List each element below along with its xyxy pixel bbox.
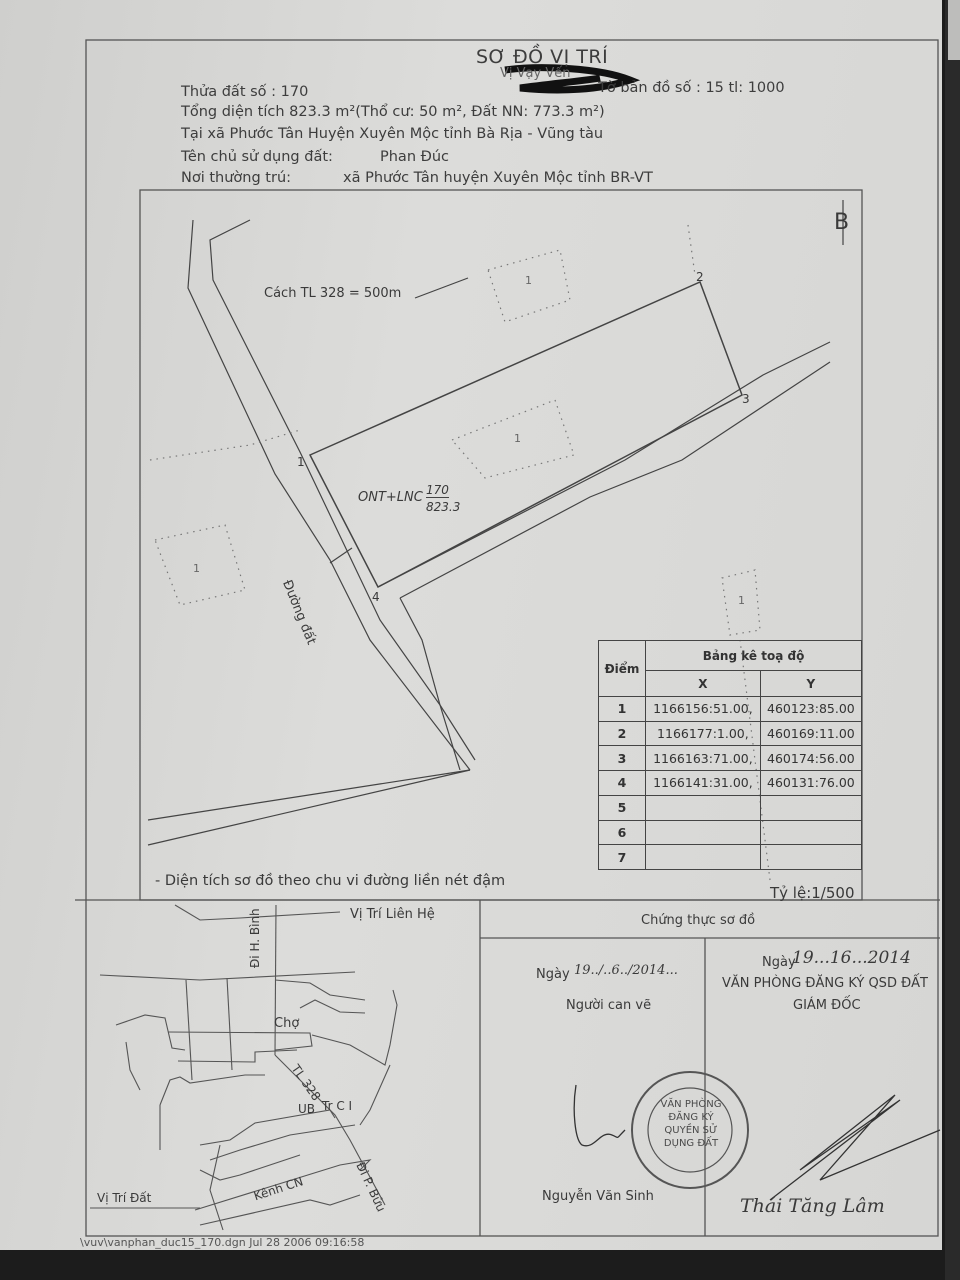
official-stamp [631,1071,749,1189]
left-date-label: Ngày [536,967,570,982]
point-cell: 6 [598,819,646,846]
residence-label: Nơi thường trú: [181,170,292,186]
parcel-code: ONT+LNC [358,490,423,505]
neighbor-label: 1 [738,594,745,607]
table-row: 5 [598,794,863,821]
parcel-boundary [308,280,743,589]
area-note: - Diện tích sơ đồ theo chu vi đường liền… [155,873,506,889]
x-cell [645,844,761,870]
location: Tại xã Phước Tân Huyện Xuyên Mộc tỉnh Bà… [181,126,604,142]
y-cell [759,844,863,870]
table-row: 6 [598,819,863,846]
point-cell: 2 [598,720,646,747]
market-label: Chợ [274,1016,300,1031]
location-map-lines [90,904,398,1231]
background-sheet-edge [948,0,960,60]
y-cell [759,794,863,821]
office-name: VĂN PHÒNG ĐĂNG KÝ QSD ĐẤT [722,976,928,991]
parcel-number-label: 170 [426,483,449,498]
y-cell: 460131:76.00 [759,770,863,796]
drafter-name: Nguyễn Văn Sinh [542,1189,654,1204]
road-h-binh-label: Đi H. Bình [248,908,262,968]
y-cell: 460174:56.00 [759,745,863,772]
left-date: 19../..6../2014... [574,963,678,978]
director-role: GIÁM ĐỐC [793,998,861,1013]
residence: xã Phước Tân huyện Xuyên Mộc tỉnh BR-VT [343,170,653,186]
vertex-4: 4 [372,590,380,604]
ub-label: UB [298,1102,316,1116]
x-cell: 1166156:51.00, [645,696,761,722]
director-signature [769,1094,941,1201]
redaction-scribble [504,64,641,94]
table-row: 7 [598,844,863,870]
total-area: Tổng diện tích 823.3 m²(Thổ cư: 50 m², Đ… [181,104,605,120]
vertex-1: 1 [297,455,305,469]
north-label: B [834,210,850,235]
background-sheet [945,0,960,1280]
file-info: \vuv\vanphan_duc15_170.dgn Jul 28 2006 0… [80,1236,365,1249]
col-group-header: Bảng kê toạ độ [645,640,862,671]
distance-note: Cách TL 328 = 500m [264,286,402,301]
signature-strokes [573,1084,941,1201]
certification-header: Chứng thực sơ đồ [641,913,756,928]
road-east-lower [399,361,831,599]
road-arrow [329,547,353,564]
document-paper [0,0,942,1250]
outer-frame [85,39,939,1237]
point-cell: 7 [598,844,646,870]
right-date: 19...16...2014 [792,948,911,968]
x-cell: 1166163:71.00, [645,745,761,772]
point-cell: 1 [598,696,646,722]
document-title: SƠ ĐỒ VỊ TRÍ [476,46,609,68]
y-cell: 460123:85.00 [759,696,863,722]
neighbor-label: 1 [514,432,521,445]
land-location-label: Vị Trí Đất [97,1191,152,1205]
neighbor-label: 1 [193,562,200,575]
col-y-header: Y [759,670,863,697]
scale: Tỷ lệ:1/500 [770,884,855,902]
col-point-header: Điểm [598,640,646,697]
distance-arrow [414,277,469,299]
road-east-upper [377,341,831,588]
road-south-upper [147,769,471,821]
contact-location-label: Vị Trí Liên Hệ [350,907,435,922]
right-date-label: Ngày [762,955,796,970]
map-sheet: Tờ bản đồ số : 15 tl: 1000 [598,80,785,96]
x-cell [645,819,761,846]
road-left-edge [187,219,471,771]
owner-label: Tên chủ sử dụng đất: [181,149,333,165]
drafter-signature [573,1084,626,1147]
owner-name: Phan Đúc [380,149,450,165]
parcel-area-label: 823.3 [426,500,461,514]
x-cell: 1166177:1.00, [645,720,761,747]
school-label: Tr C I [322,1099,353,1113]
road-south-lower [147,769,471,846]
point-cell: 3 [598,745,646,772]
point-cell: 4 [598,770,646,796]
plot-map-lines [147,200,844,846]
y-cell [759,819,863,846]
col-x-header: X [645,670,761,697]
stamp-text: VĂN PHÒNG ĐĂNG KÝ QUYỀN SỬ DỤNG ĐẤT [660,1099,722,1149]
obscured-subtitle: Vị Vạy Vến [500,66,571,81]
y-cell: 460169:11.00 [759,720,863,747]
drafter-role: Người can vẽ [566,998,652,1013]
neighbor-label: 1 [525,274,532,287]
vertex-2: 2 [696,270,704,284]
vertex-3: 3 [742,392,750,406]
x-cell: 1166141:31.00, [645,770,761,796]
parcel-number: Thửa đất số : 170 [181,84,309,100]
director-name: Thái Tăng Lâm [740,1195,885,1217]
road-south-curve [399,597,476,761]
point-cell: 5 [598,794,646,821]
x-cell [645,794,761,821]
